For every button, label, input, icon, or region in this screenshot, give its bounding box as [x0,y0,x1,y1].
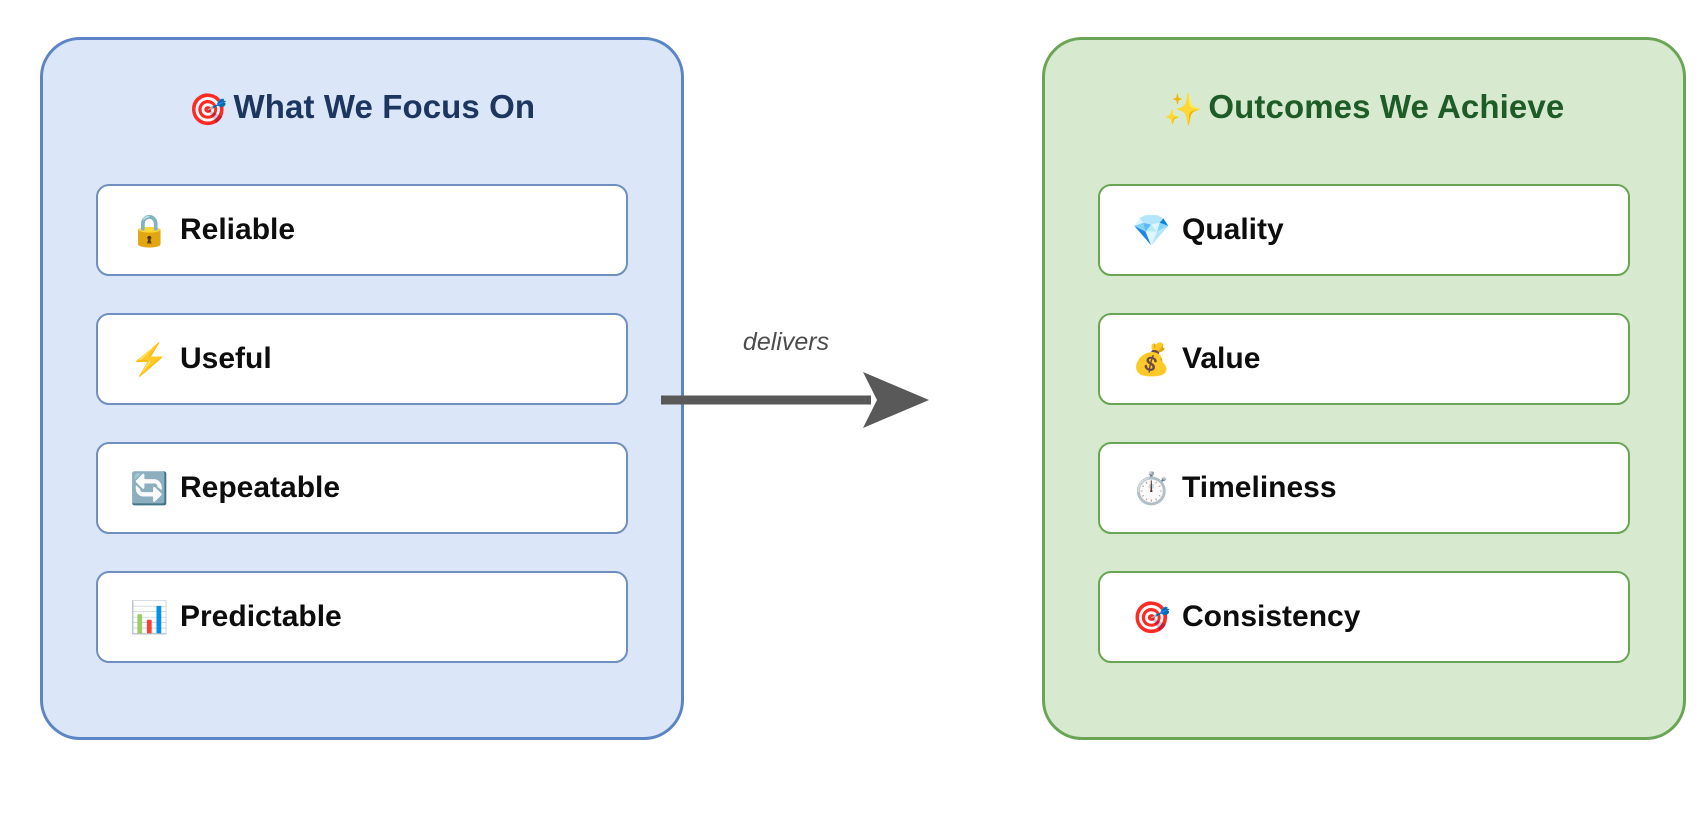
focus-item-label: Predictable [180,600,342,633]
focus-panel-title-text: What We Focus On [233,88,536,125]
focus-item-label: Useful [180,342,272,375]
outcome-item-label: Timeliness [1182,471,1337,504]
focus-item-predictable[interactable]: 📊 Predictable [96,571,628,663]
outcome-item-consistency[interactable]: 🎯 Consistency [1098,571,1630,663]
connector-label: delivers [742,328,830,356]
outcomes-panel-title: ✨Outcomes We Achieve [1045,90,1683,125]
focus-item-useful[interactable]: ⚡ Useful [96,313,628,405]
outcome-item-label: Value [1182,342,1261,375]
lock-icon: 🔒 [130,212,169,248]
focus-panel-title: 🎯What We Focus On [43,90,681,125]
bar-chart-icon: 📊 [130,599,169,635]
outcomes-panel-title-text: Outcomes We Achieve [1208,88,1565,125]
focus-item-label: Repeatable [180,471,341,504]
target-icon: 🎯 [188,92,228,127]
outcome-item-timeliness[interactable]: ⏱️ Timeliness [1098,442,1630,534]
connector: delivers [655,330,935,440]
stopwatch-icon: ⏱️ [1132,470,1171,506]
focus-item-list: 🔒 Reliable ⚡ Useful 🔄 Repeatable 📊 Predi… [96,184,628,663]
outcome-item-label: Quality [1182,213,1284,246]
diamond-icon: 💎 [1132,212,1171,248]
focus-item-repeatable[interactable]: 🔄 Repeatable [96,442,628,534]
sparkles-icon: ✨ [1163,92,1203,127]
target-icon: 🎯 [1132,599,1171,635]
repeat-arrows-icon: 🔄 [130,470,169,506]
outcome-item-quality[interactable]: 💎 Quality [1098,184,1630,276]
focus-item-label: Reliable [180,213,296,246]
outcomes-panel: ✨Outcomes We Achieve 💎 Quality 💰 Value ⏱… [1042,37,1686,740]
focus-item-reliable[interactable]: 🔒 Reliable [96,184,628,276]
lightning-bolt-icon: ⚡ [130,341,169,377]
outcome-item-label: Consistency [1182,600,1361,633]
focus-panel: 🎯What We Focus On 🔒 Reliable ⚡ Useful 🔄 … [40,37,684,740]
outcome-item-value[interactable]: 💰 Value [1098,313,1630,405]
outcomes-item-list: 💎 Quality 💰 Value ⏱️ Timeliness 🎯 Consis… [1098,184,1630,663]
money-bag-icon: 💰 [1132,341,1171,377]
right-arrow-icon [661,372,929,428]
